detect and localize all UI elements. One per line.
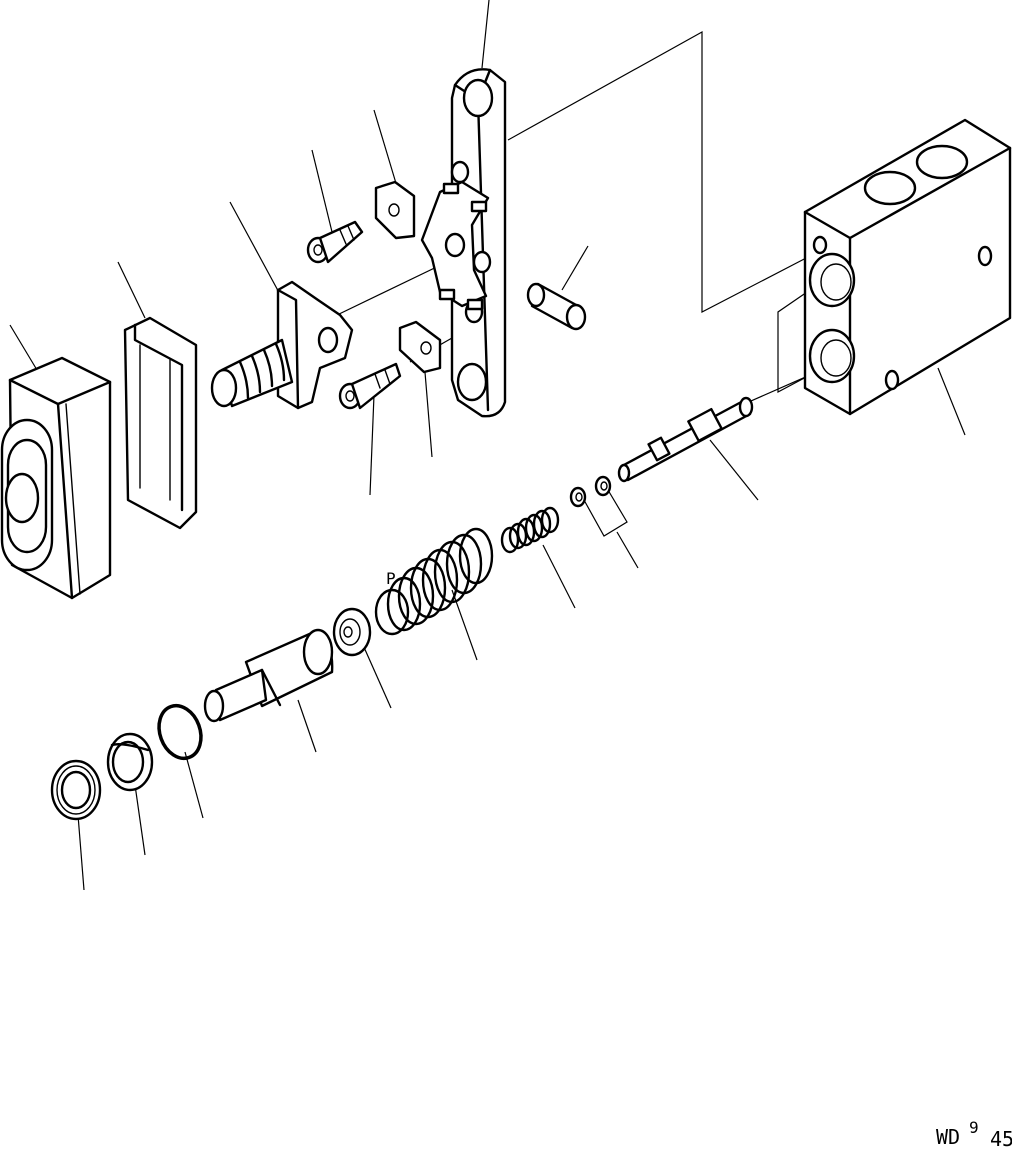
spring-outer	[374, 527, 494, 636]
washer-small-1	[569, 486, 587, 508]
collar	[106, 732, 154, 792]
spring-inner	[500, 506, 560, 554]
lever	[420, 180, 492, 311]
bolt-upper	[306, 220, 364, 264]
valve-body	[803, 118, 1012, 416]
gasket	[123, 316, 198, 530]
plate-upper	[374, 180, 416, 240]
o-ring	[157, 703, 203, 761]
figure-code-main: WD	[936, 1125, 960, 1149]
figure-code-super: 9	[969, 1118, 979, 1137]
washer-small-2	[594, 475, 612, 497]
cover-block	[0, 356, 112, 600]
figure-code: WD 9 45	[936, 1118, 1012, 1149]
page-number: 45	[990, 1127, 1012, 1149]
piston	[203, 628, 334, 723]
spring-marker-label: P	[386, 569, 396, 588]
plate-lower	[398, 320, 442, 374]
spool	[617, 396, 754, 483]
bracket-plate	[450, 68, 507, 418]
plunger-flange	[210, 280, 354, 410]
spring-seat	[332, 607, 372, 657]
bolt-lower	[338, 362, 402, 410]
seal-ring	[50, 759, 102, 821]
pin	[526, 282, 587, 331]
